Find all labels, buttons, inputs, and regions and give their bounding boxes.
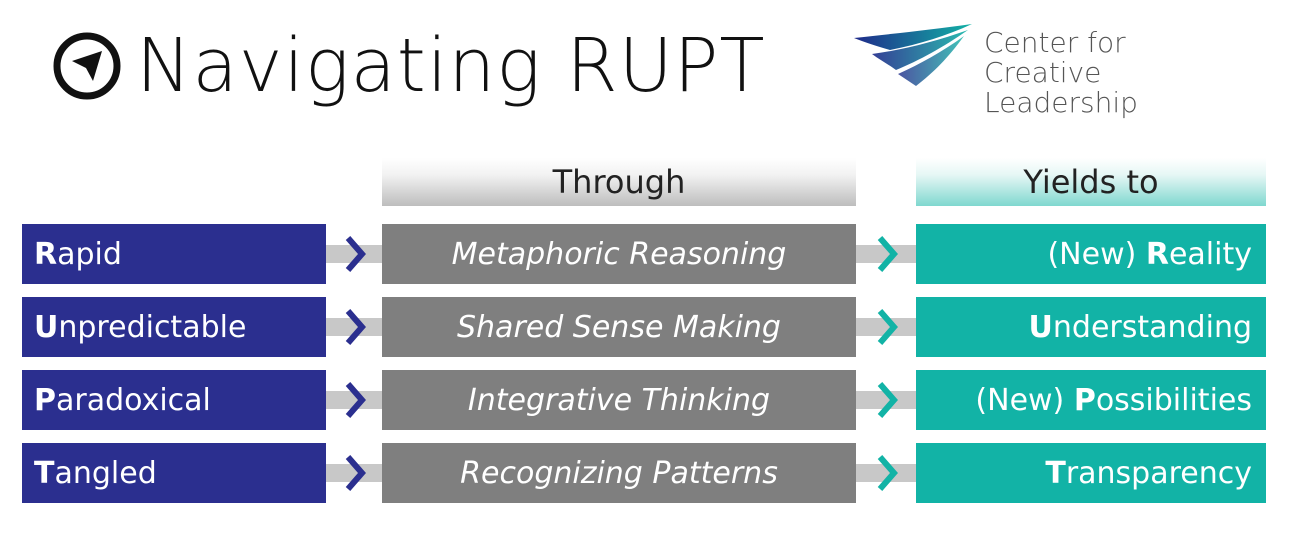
chevron-right-icon	[877, 309, 898, 345]
row-connector	[856, 391, 918, 409]
outcome-initial: T	[1045, 455, 1066, 491]
outcome-initial: P	[1073, 382, 1096, 418]
term-rest: npredictable	[58, 309, 247, 345]
chevron-right-icon	[345, 309, 366, 345]
term-initial: R	[34, 236, 58, 272]
ccl-logo: Center for Creative Leadership	[850, 20, 1260, 118]
row-connector	[326, 464, 386, 482]
outcome-rest: ossibilities	[1095, 382, 1252, 418]
outcome-prefix: (New)	[975, 382, 1074, 418]
logo-line-2: Creative Leadership	[984, 56, 1138, 119]
compass-arrow-icon	[53, 32, 121, 100]
term-rest: aradoxical	[56, 382, 211, 418]
ccl-logo-swoosh	[854, 24, 972, 86]
outcome-rest: nderstanding	[1052, 309, 1252, 345]
outcome-prefix: (New)	[1047, 236, 1146, 272]
chevron-right-icon	[877, 382, 898, 418]
page-title: Navigating RUPT	[136, 23, 766, 109]
row-connector	[326, 391, 386, 409]
title-block: Navigating RUPT	[52, 18, 766, 114]
through-practice: Recognizing Patterns	[382, 443, 856, 503]
outcome-rest: eality	[1168, 236, 1252, 272]
through-practice: Shared Sense Making	[382, 297, 856, 357]
row-connector	[326, 245, 386, 263]
chevron-right-icon	[345, 382, 366, 418]
outcome-initial: R	[1145, 236, 1169, 272]
term-initial: P	[34, 382, 56, 418]
chevron-right-icon	[877, 455, 898, 491]
outcome-initial: U	[1028, 309, 1053, 345]
term-rest: apid	[57, 236, 122, 272]
term-initial: U	[34, 309, 59, 345]
chevron-right-icon	[345, 455, 366, 491]
chevron-right-icon	[877, 236, 898, 272]
row-connector	[326, 318, 386, 336]
yields-to-header: Yields to	[916, 158, 1266, 206]
through-practice: Metaphoric Reasoning	[382, 224, 856, 284]
chevron-right-icon	[345, 236, 366, 272]
logo-text: Center for Creative Leadership	[984, 28, 1260, 118]
logo-line-1: Center for	[984, 26, 1126, 59]
through-header: Through	[382, 158, 856, 206]
outcome-rest: ransparency	[1065, 455, 1252, 491]
term-initial: T	[34, 455, 55, 491]
term-rest: angled	[54, 455, 157, 491]
row-connector	[856, 318, 918, 336]
through-practice: Integrative Thinking	[382, 370, 856, 430]
row-connector	[856, 464, 918, 482]
row-connector	[856, 245, 918, 263]
